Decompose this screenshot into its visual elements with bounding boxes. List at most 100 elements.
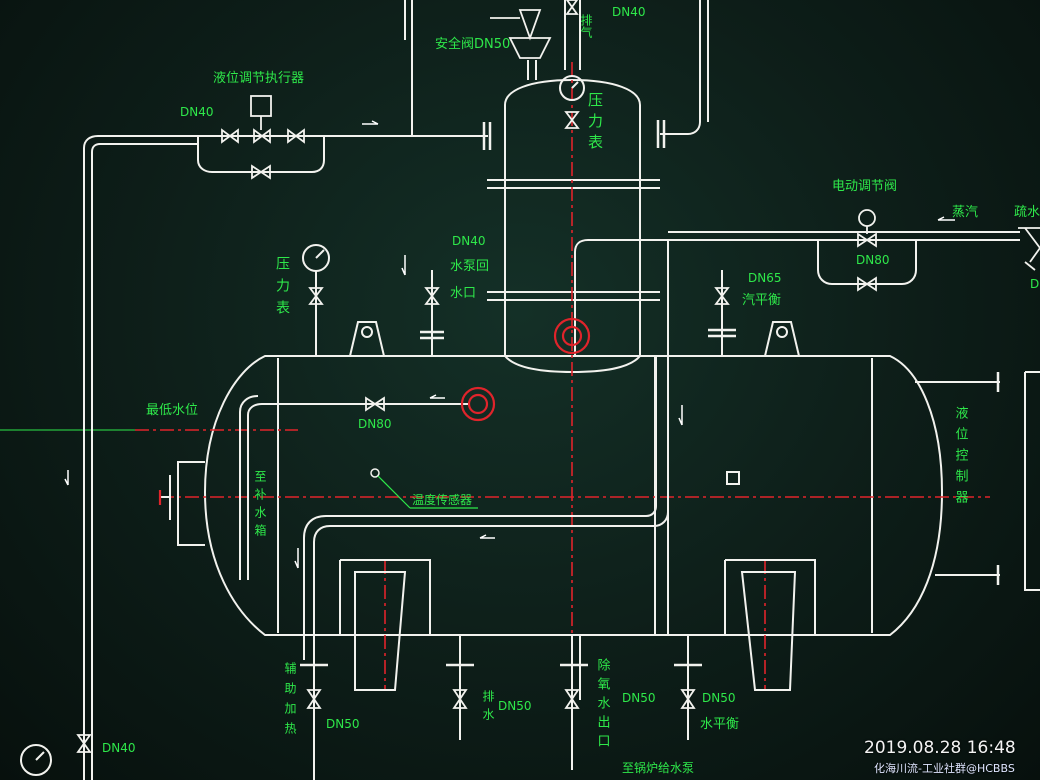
label-pump-return-1: 水泵回 xyxy=(450,259,489,274)
pressure-gauge-top-icon xyxy=(559,75,585,101)
label-dn40-bottom: DN40 xyxy=(102,741,136,755)
level-bypass xyxy=(197,136,325,173)
nozzle-outlet xyxy=(571,635,581,770)
valve-bypass xyxy=(251,164,271,180)
label-dn65: DN65 xyxy=(748,271,782,285)
label-dn50-d: DN50 xyxy=(702,691,736,705)
saddle-right xyxy=(724,559,816,691)
label-deaerated-outlet: 除氧水出口 xyxy=(595,658,611,753)
valve-left-gauge xyxy=(308,287,324,305)
label-level-actuator: 液位调节执行器 xyxy=(213,71,304,86)
valve-pump-return xyxy=(424,287,440,305)
level-actuator-box xyxy=(250,95,272,117)
flow-arrow-1 xyxy=(429,394,445,399)
valve-left-bottom xyxy=(76,734,92,753)
label-top-gauge: 压力表 xyxy=(586,92,604,155)
steam-trap-icon xyxy=(1018,227,1040,271)
deaerator-column xyxy=(504,78,641,374)
label-top-dn: DN40 xyxy=(612,5,646,19)
label-steam: 蒸汽 xyxy=(952,205,978,220)
label-to-lower-tank: 至补水箱 xyxy=(253,470,267,542)
watermark-source: 化海川流-工业社群@HCBBS xyxy=(874,762,1015,775)
flow-arrow-3 xyxy=(64,470,69,486)
label-level-ctrl: 液位控制器 xyxy=(953,406,969,511)
lug-left-hole xyxy=(361,326,373,338)
label-drain: 排水 xyxy=(481,690,495,726)
valve-aux-heat xyxy=(306,689,322,709)
label-temp-sensor: 温度传感器 xyxy=(412,492,472,507)
label-steam-balance: 汽平衡 xyxy=(742,293,781,308)
valve-dn80-inlet xyxy=(365,396,385,412)
gauge-left-needle xyxy=(315,249,325,259)
valve-steam-balance xyxy=(714,287,730,305)
label-dn50-a: DN50 xyxy=(326,717,360,731)
label-dn80-inlet: DN80 xyxy=(358,417,392,431)
flow-arrow-5 xyxy=(362,120,379,125)
valve-actuator-2 xyxy=(253,128,271,144)
valve-vent xyxy=(565,0,579,15)
heating-pipe xyxy=(313,356,669,660)
valve-actuator-1 xyxy=(221,128,239,144)
pressure-gauge-left-icon xyxy=(302,244,330,272)
label-to-boiler-pump: 至锅炉给水泵 xyxy=(622,760,694,775)
left-riser-pipe xyxy=(83,135,488,780)
motor-actuator-icon xyxy=(858,209,876,227)
valve-actuator-3 xyxy=(287,128,305,144)
level-probe-box xyxy=(726,471,740,485)
valve-balance xyxy=(680,689,696,709)
right-loop-pipe xyxy=(660,0,701,135)
valve-motor-bypass xyxy=(857,276,877,292)
manhole-column-icon xyxy=(553,317,591,355)
label-dn50-c: DN50 xyxy=(622,691,656,705)
lug-right-hole xyxy=(776,326,788,338)
temp-sensor-leader xyxy=(377,475,411,509)
photo-timestamp: 2019.08.28 16:48 xyxy=(864,738,1016,758)
manhole-column-inner xyxy=(561,325,583,347)
temp-sensor-point xyxy=(370,468,380,478)
lug-left xyxy=(349,321,385,357)
valve-motor xyxy=(857,232,877,248)
valve-top-gauge xyxy=(564,111,580,129)
label-aux-heat: 辅助加热 xyxy=(283,662,297,742)
horizontal-tank xyxy=(203,355,944,636)
sight-glass-inlet-inner xyxy=(467,393,489,415)
left-riser-pipe-inner xyxy=(91,143,198,780)
pressure-gauge-bottom-icon xyxy=(20,744,52,776)
label-dn80-right: DN80 xyxy=(856,253,890,267)
label-water-balance: 水平衡 xyxy=(700,717,739,732)
lug-right xyxy=(764,321,800,357)
vent-pipe-right xyxy=(564,0,581,70)
flow-arrow-7 xyxy=(294,548,299,569)
flow-arrow-6 xyxy=(678,405,683,426)
level-ctrl-body xyxy=(1024,371,1040,591)
left-manhole xyxy=(160,461,205,546)
label-right-edge: D xyxy=(1030,277,1039,291)
inlet-pipe-inner xyxy=(239,395,259,580)
label-dn40-pump: DN40 xyxy=(452,234,486,248)
gauge-bottom-needle xyxy=(35,751,45,761)
safety-valve-body xyxy=(508,9,552,59)
gauge-top-needle xyxy=(571,81,579,89)
inlet-pipe xyxy=(247,403,470,580)
label-left-dn40: DN40 xyxy=(180,105,214,119)
saddle-left xyxy=(339,559,431,691)
valve-outlet xyxy=(564,689,580,709)
steam-header xyxy=(574,239,1020,356)
safety-valve-pipe xyxy=(527,60,537,80)
heating-pipe-inner xyxy=(303,356,657,660)
label-pump-return-2: 水口 xyxy=(450,286,476,301)
label-motor-valve: 电动调节阀 xyxy=(832,179,897,194)
valve-drain xyxy=(452,689,468,709)
label-top-vent: 排气 xyxy=(579,14,593,38)
label-safety-valve: 安全阀DN50 xyxy=(435,36,510,52)
sight-glass-inlet-icon xyxy=(460,386,496,422)
label-trap-partial: 疏水 xyxy=(1014,205,1040,220)
label-dn50-b: DN50 xyxy=(498,699,532,713)
label-min-water-level: 最低水位 xyxy=(146,403,198,418)
flow-arrow-2 xyxy=(479,534,495,539)
flow-arrow-4 xyxy=(401,255,406,276)
flow-arrow-8 xyxy=(937,216,955,221)
label-left-gauge: 压力表 xyxy=(274,256,290,322)
